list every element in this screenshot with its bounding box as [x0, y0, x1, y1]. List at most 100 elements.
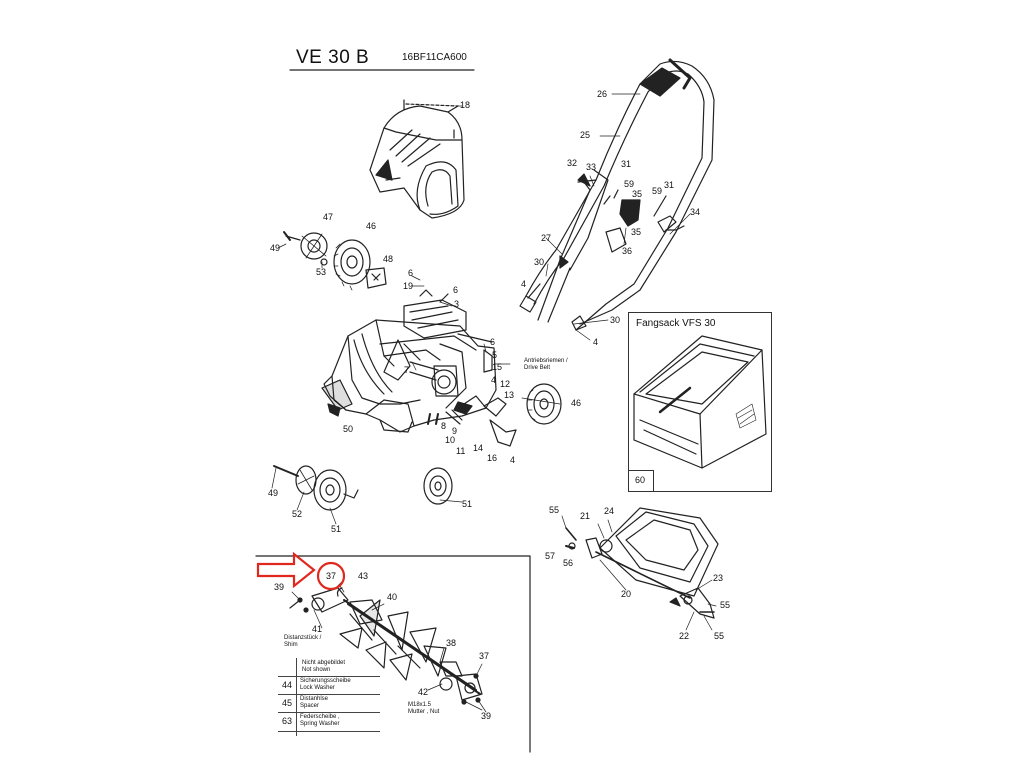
handle-assembly	[519, 58, 715, 331]
part-label: 38	[446, 638, 457, 648]
note-drive-belt: Antriebsriemen / Drive Belt	[524, 358, 568, 371]
leader-lines	[271, 93, 717, 713]
part-label: 47	[323, 212, 334, 222]
wheel-front	[273, 465, 453, 511]
part-label: 19	[403, 281, 414, 291]
part-label: 6	[490, 337, 496, 347]
part-label: 53	[316, 267, 327, 277]
part-label: 7	[404, 365, 410, 375]
part-label: 4	[491, 375, 497, 385]
legend-row: 45 Distanhlse Spacer	[278, 694, 380, 713]
part-label: 33	[586, 162, 597, 172]
part-label: 14	[473, 443, 484, 453]
legend-row-number: 44	[281, 680, 292, 690]
part-label: 34	[690, 207, 701, 217]
part-label: 26	[597, 89, 608, 99]
part-label: 25	[580, 130, 591, 140]
part-label: 9	[452, 426, 458, 436]
part-label: 27	[541, 233, 552, 243]
part-label: 11	[456, 446, 466, 456]
part-label: 15	[492, 362, 503, 372]
catcher-title: Fangsack VFS 30	[636, 318, 716, 329]
highlight-circle	[316, 561, 346, 591]
catcher-drawing	[633, 335, 767, 469]
part-label: 36	[622, 246, 633, 256]
legend-row-number: 63	[281, 716, 292, 726]
part-label: 13	[504, 390, 515, 400]
part-label: 20	[621, 589, 632, 599]
part-label: 12	[500, 379, 511, 389]
part-label: 46	[366, 221, 377, 231]
wheel-rear-left	[283, 231, 387, 291]
part-label: 31	[621, 159, 632, 169]
part-label: 37	[479, 651, 490, 661]
legend-row-text: Federscheibe , Spring Washer	[300, 714, 340, 727]
part-label: 4	[593, 337, 599, 347]
part-label: 40	[387, 592, 398, 602]
part-label: 43	[358, 571, 369, 581]
part-label: 35	[632, 189, 643, 199]
part-label: 21	[580, 511, 591, 521]
part-label: 55	[549, 505, 560, 515]
part-label: 59	[652, 186, 663, 196]
part-label: 35	[631, 227, 642, 237]
part-label: 5	[492, 350, 498, 360]
part-label: 49	[270, 243, 281, 253]
part-label: 3	[454, 299, 460, 309]
highlight-arrow-icon	[256, 551, 316, 589]
part-label: 59	[624, 179, 635, 189]
part-label: 10	[445, 435, 456, 445]
catcher-number-cell	[628, 470, 654, 492]
part-label: 39	[481, 711, 492, 721]
part-label: 37	[326, 571, 337, 581]
legend-header-text: Nicht abgebildet Not shown	[302, 660, 346, 673]
part-label: 6	[453, 285, 459, 295]
legend-row: 44 Sicherungsscheibe Lock Washer	[278, 676, 380, 695]
legend-row-text: Distanhlse Spacer	[300, 696, 329, 709]
part-label: 48	[383, 254, 394, 264]
part-label: 39	[274, 582, 285, 592]
catcher-panel	[628, 312, 772, 492]
part-label: 8	[441, 421, 447, 431]
part-label: 24	[604, 506, 615, 516]
model-title: VE 30 B	[296, 47, 370, 68]
part-label: 60	[635, 475, 646, 485]
legend-row-text: Sicherungsscheibe Lock Washer	[300, 678, 351, 691]
part-label: 31	[664, 180, 675, 190]
part-label: 51	[462, 499, 473, 509]
legend-row: 63 Federscheibe , Spring Washer	[278, 712, 380, 732]
part-label: 57	[545, 551, 556, 561]
part-label: 55	[714, 631, 725, 641]
part-label: 16	[487, 453, 498, 463]
part-label: 42	[418, 687, 429, 697]
part-label: 23	[713, 573, 724, 583]
wheel-rear-right	[526, 383, 562, 425]
part-label: 6	[408, 268, 414, 278]
note-nut: M18x1.5 Mutter , Nut	[408, 702, 440, 715]
legend-divider	[296, 658, 297, 736]
part-label: 4	[521, 279, 527, 289]
aerator-shaft	[289, 581, 483, 705]
motor-cover	[369, 105, 465, 219]
part-label: 55	[720, 600, 731, 610]
part-label: 51	[331, 524, 342, 534]
inset-frame	[255, 555, 531, 753]
legend-row-number: 45	[281, 698, 292, 708]
part-label: 30	[534, 257, 545, 267]
highlight-marker	[256, 551, 346, 591]
part-label: 32	[567, 158, 578, 168]
rear-flap	[565, 507, 719, 619]
part-label: 56	[563, 558, 574, 568]
model-code: 16BF11CA600	[402, 52, 467, 63]
part-label: 41	[312, 624, 323, 634]
part-label: 30	[610, 315, 621, 325]
part-label: 46	[571, 398, 582, 408]
part-label: 4	[510, 455, 516, 465]
part-label: 18	[460, 100, 471, 110]
part-label: 52	[292, 509, 303, 519]
legend-header: Nicht abgebildet Not shown	[296, 658, 380, 676]
part-label: 22	[679, 631, 690, 641]
main-housing	[321, 289, 517, 447]
